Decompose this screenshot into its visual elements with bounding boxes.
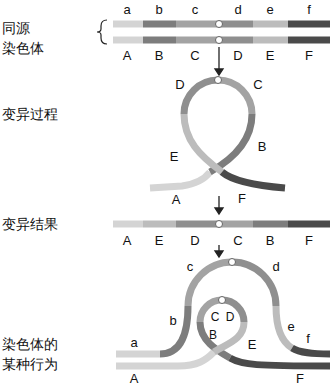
gene-letter: C (211, 310, 220, 324)
gene-letter: A (172, 192, 181, 207)
row-label: 同源 染色体 (2, 18, 47, 58)
chromosome-result (113, 221, 330, 228)
gene-letter: f (307, 2, 311, 17)
gene-letter: c (192, 2, 199, 17)
gene-letter: B (209, 328, 217, 342)
gene-letter: B (155, 48, 164, 63)
gene-letter: F (238, 191, 246, 206)
gene-letter: D (233, 48, 242, 63)
chromosome-top (113, 21, 330, 28)
gene-letter: C (253, 77, 262, 92)
pairing-loop-outer (116, 262, 330, 354)
gene-letter: b (155, 2, 162, 17)
gene-letter: e (287, 319, 294, 334)
arrows (215, 47, 223, 257)
gene-letter: E (170, 149, 179, 164)
gene-letter: F (305, 48, 313, 63)
gene-letter: B (258, 139, 267, 154)
gene-letter: A (123, 233, 132, 248)
gene-letter: E (155, 233, 164, 248)
gene-letter: d (272, 259, 279, 274)
gene-letter: A (130, 371, 139, 386)
chromosomes (113, 24, 330, 366)
gene-letter: d (234, 2, 241, 17)
row-label: 变异结果 (2, 214, 64, 234)
gene-letter: a (130, 335, 137, 350)
gene-letter: F (296, 371, 304, 386)
gene-letter: F (305, 233, 313, 248)
gene-letter: E (248, 337, 257, 352)
gene-letter: C (233, 233, 242, 248)
gene-letter: b (169, 313, 176, 328)
gene-letter: e (266, 2, 273, 17)
gene-letter: A (123, 48, 132, 63)
gene-letter: D (226, 310, 235, 324)
gene-letter: c (187, 259, 194, 274)
gene-letter: B (266, 233, 275, 248)
row-label: 染色体的 某种行为 (2, 334, 64, 374)
gene-letter: C (190, 48, 199, 63)
gene-letter: f (306, 331, 310, 346)
gene-letter: E (266, 48, 275, 63)
gene-letter: D (190, 233, 199, 248)
gene-letter: a (123, 2, 130, 17)
brace (97, 20, 107, 44)
gene-letter: D (175, 77, 184, 92)
row-label: 变异过程 (2, 104, 64, 124)
chromosome-bottom (113, 37, 330, 44)
inversion-loop (150, 80, 285, 188)
centromeres (215, 21, 236, 304)
pairing-loop-inner (116, 300, 330, 366)
